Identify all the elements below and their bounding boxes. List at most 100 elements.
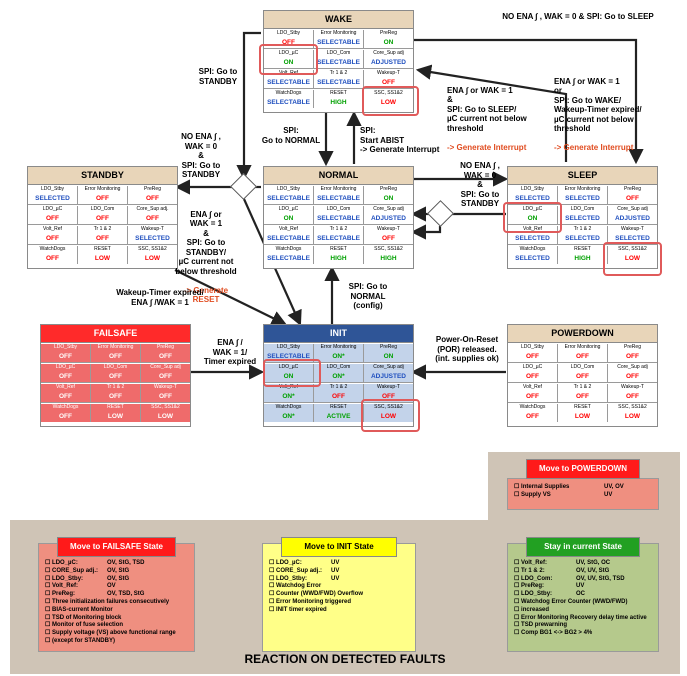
wake-cell-value: SELECTABLE	[267, 99, 310, 106]
powerdown-cell-value: OFF	[576, 353, 589, 360]
failsafe-cell-name: Error Monitoring	[97, 344, 134, 350]
fault-item: ☐ LDO_µC:UV	[269, 560, 411, 568]
label-wake-to-standby: SPI: Go to STANDBY	[198, 67, 238, 86]
label-sleep-to-wake: ENA ∫ or WAK = 1 or SPI: Go to WAKE/ Wak…	[554, 67, 664, 153]
fault-item: ☐ CORE_Sup adj.:OV, StG	[45, 568, 190, 576]
sleep-cell-value: ON	[527, 215, 538, 222]
fault-item-label: ☐ LDO_µC:	[269, 560, 302, 566]
fault-item: ☐ BIAS-current Monitor	[45, 607, 190, 615]
fault-item-label: ☐ LDO_µC:	[45, 560, 78, 566]
fault-item-conditions: UV	[331, 567, 340, 574]
highlight-wake-ssc	[362, 86, 419, 116]
failsafe-cell-value: OFF	[159, 353, 172, 360]
fault-item-conditions: OC	[576, 591, 585, 598]
label-sleep-to-standby: NO ENA ∫ , WAK = 0 & SPI: Go to STANDBY	[460, 161, 500, 208]
powerdown-cell-value: OFF	[626, 373, 639, 380]
powerdown-cell-name: LDO_Stby	[520, 344, 545, 350]
fault-item-label: ☐ INIT timer expired	[269, 606, 327, 613]
wake-cell-name: LDO_Com	[326, 50, 351, 56]
fault-item-label: ☐ Volt_Ref:	[514, 560, 547, 566]
sleep-cell-name: SSC, SS1&2	[618, 246, 647, 252]
sleep-cell-name: LDO_Com	[570, 206, 595, 212]
failsafe-title: FAILSAFE	[41, 325, 190, 343]
fault-item-label: ☐ Supply voltage (VS) above functional r…	[45, 630, 176, 637]
fault-item: ☐ Watchdog Error	[269, 583, 411, 591]
arrow-wake-to-standby	[236, 31, 261, 181]
normal-cell-name: WatchDogs	[275, 246, 302, 252]
powerdown-cell-name: PreReg	[624, 344, 641, 350]
fault-item: ☐ Supply voltage (VS) above functional r…	[45, 630, 190, 638]
highlight-init-ldo-uc	[263, 359, 321, 387]
failsafe-cell-value: OFF	[109, 393, 122, 400]
sleep-cell-name: RESET	[574, 246, 591, 252]
init-cell-value: ON*	[282, 413, 295, 420]
failsafe-cell: LDO_µC OFF	[41, 364, 91, 383]
standby-cell-name: Tr 1 & 2	[93, 226, 112, 232]
standby-cell-value: LOW	[144, 255, 161, 262]
failsafe-cell-value: OFF	[59, 353, 72, 360]
normal-cell-name: Wakeup-T	[377, 226, 400, 232]
failsafe-cell-value: OFF	[159, 393, 172, 400]
sleep-cell-value: SELECTED	[565, 195, 600, 202]
label-standby-to-init: ENA ∫ or WAK = 1 & SPI: Go to STANDBY/ µ…	[172, 200, 240, 305]
fault-item: ☐ Volt_Ref:OV	[45, 583, 190, 591]
standby-cell-name: Wakeup-T	[141, 226, 164, 232]
fault-item-label: ☐ TSD of Monitoring block	[45, 614, 122, 621]
sleep-cell-value: SELECTED	[565, 235, 600, 242]
init-cell-value: SELECTABLE	[267, 353, 310, 360]
wake-cell-name: Error Monitoring	[320, 30, 357, 36]
fault-item-conditions: OV, TSD, StG	[107, 591, 145, 598]
failsafe-cell-value: LOW	[107, 413, 124, 420]
failsafe-cell-value: OFF	[59, 373, 72, 380]
init-cell-value: ACTIVE	[326, 413, 351, 420]
fault-item-label: ☐ Error Monitoring triggered	[269, 598, 352, 605]
standby-cell-value: OFF	[96, 195, 109, 202]
highlight-wake-ldo-uc	[259, 44, 318, 75]
wake-title: WAKE	[264, 11, 413, 29]
fault-item-label: ☐ PreReg:	[514, 583, 545, 590]
standby-cell-name: Error Monitoring	[84, 186, 121, 192]
fault-item-label: ☐ Comp BG1 <-> BG2 > 4%	[514, 630, 593, 637]
sleep-cell-value: SELECTED	[615, 235, 650, 242]
init-cell-name: Core_Sup adj	[373, 364, 404, 370]
standby-cell-name: RESET	[94, 246, 111, 252]
wake-cell-name: PreReg	[380, 30, 397, 36]
powerdown-cell-value: LOW	[574, 413, 591, 420]
init-cell-value: ON*	[282, 393, 295, 400]
wake-cell-name: Tr 1 & 2	[329, 70, 348, 76]
fault-item: ☐ Error Monitoring Recovery delay time a…	[514, 615, 654, 623]
fault-item-label: ☐ CORE_Sup adj.:	[269, 567, 323, 574]
init-cell-value: ON	[283, 373, 294, 380]
wake-cell-name: SSC, SS1&2	[374, 90, 403, 96]
failsafe-cell-name: LDO_µC	[55, 364, 76, 370]
powerdown-cell-value: OFF	[626, 393, 639, 400]
label-sleep-to-wake-interrupt: -> Generate Interrupt	[554, 143, 634, 152]
fault-item-conditions: OV	[107, 583, 116, 590]
normal-cell-value: SELECTABLE	[267, 195, 310, 202]
normal-cell-name: Error Monitoring	[320, 186, 357, 192]
failsafe-cell-name: Wakeup-T	[154, 384, 177, 390]
fault-list-failsafe: ☐ LDO_µC:OV, StG, TSD☐ CORE_Sup adj.:OV,…	[45, 560, 190, 646]
failsafe-cell-value: OFF	[109, 353, 122, 360]
label-failsafe-to-init: ENA ∫ / WAK = 1/ Timer expired	[203, 338, 257, 366]
wake-cell-value: ON	[383, 39, 394, 46]
fault-item: ☐ Three initialization failures consecut…	[45, 599, 190, 607]
label-normal-to-wake: SPI: Start ABIST -> Generate Interrupt	[360, 126, 440, 154]
